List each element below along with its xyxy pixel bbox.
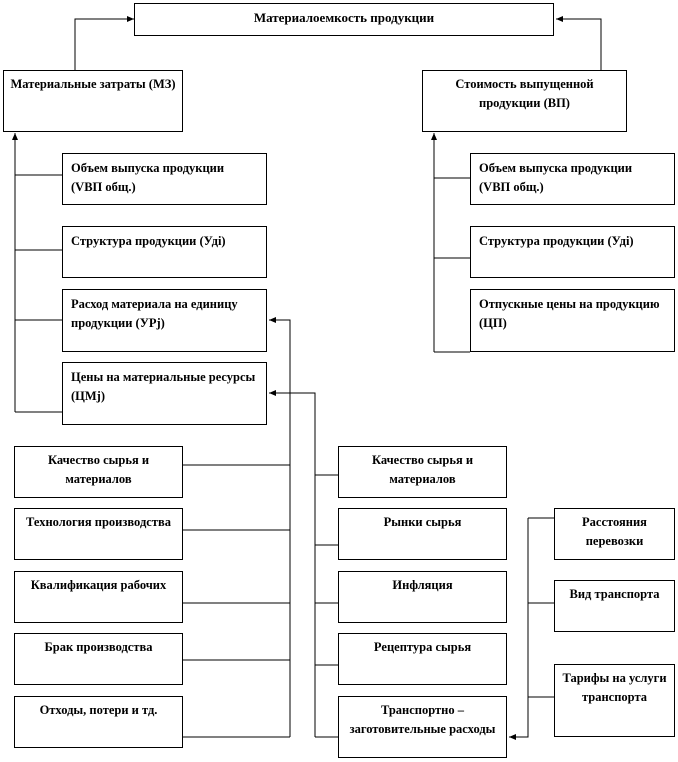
title-box: Материалоемкость продукции [134,3,554,36]
output-value-box: Стоимость выпущенной продукции (ВП) [422,70,627,132]
material-costs-box: Материальные затраты (МЗ) [3,70,183,132]
price-factor-markets: Рынки сырья [338,508,507,560]
connector-transport-trunk [509,518,529,740]
right-factor-structure: Структура продукции (Удi) [470,226,675,278]
price-factor-inflation: Инфляция [338,571,507,623]
usage-factor-waste: Отходы, потери и тд. [14,696,183,748]
usage-factor-quality: Качество сырья и материалов [14,446,183,498]
usage-factor-technology: Технология производства [14,508,183,560]
price-factor-recipe: Рецептура сырья [338,633,507,685]
transport-factor-tariffs: Тарифы на услуги транспорта [554,664,675,737]
price-factor-transport-costs: Транспортно – заготовительные расходы [338,696,507,758]
connector-usage-trunk [269,317,291,737]
left-factor-material-usage: Расход материала на единицу продукции (У… [62,289,267,352]
right-factor-selling-prices: Отпускные цены на продукцию (ЦП) [470,289,675,352]
connector-mz-to-title [74,16,134,70]
left-factor-material-prices: Цены на материальные ресурсы (ЦМj) [62,362,267,425]
usage-factor-defects: Брак производства [14,633,183,685]
price-factor-quality: Качество сырья и материалов [338,446,507,498]
transport-factor-type: Вид транспорта [554,580,675,632]
left-factor-structure: Структура продукции (Удi) [62,226,267,278]
usage-factor-qualification: Квалификация рабочих [14,571,183,623]
left-factor-volume: Объем выпуска продукции (VВП общ.) [62,153,267,205]
connector-vp-to-title [556,16,602,70]
right-factor-volume: Объем выпуска продукции (VВП общ.) [470,153,675,205]
connector-price-trunk [269,390,316,737]
transport-factor-distance: Расстояния перевозки [554,508,675,560]
